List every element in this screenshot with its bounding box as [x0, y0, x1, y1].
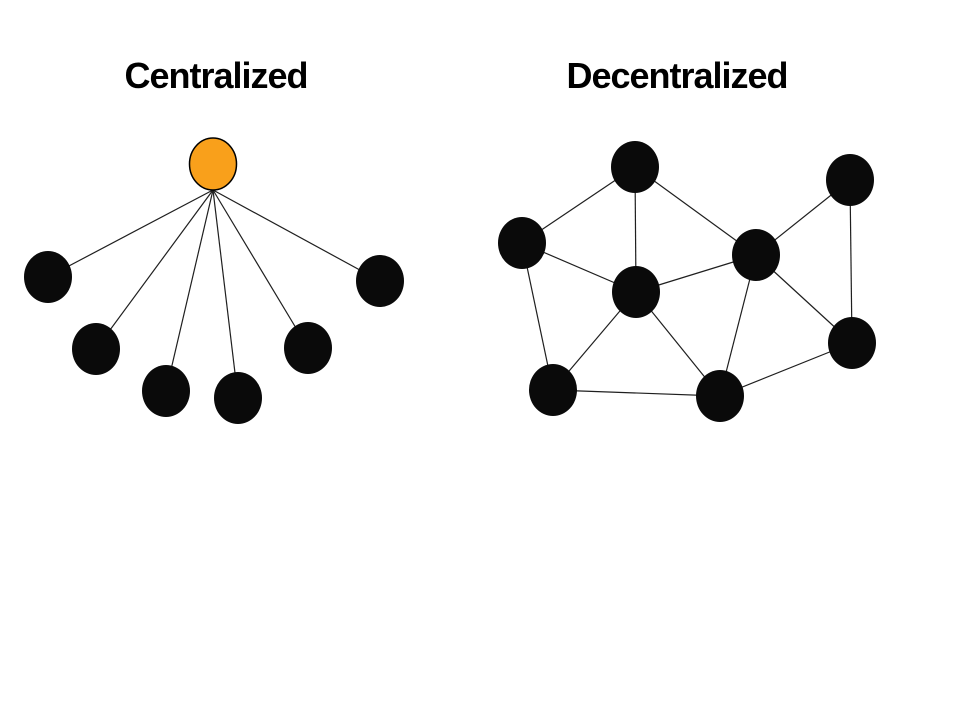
peripheral-node	[142, 365, 190, 417]
mesh-edge-line	[634, 166, 757, 256]
decentralized-title: Decentralized	[566, 55, 788, 96]
mesh-node	[529, 364, 577, 416]
spoke-line	[95, 189, 214, 350]
mesh-node	[828, 317, 876, 369]
spoke-line	[212, 189, 239, 399]
spoke-line	[212, 189, 309, 349]
spoke-line	[165, 189, 214, 392]
mesh-node	[498, 217, 546, 269]
mesh-node	[611, 141, 659, 193]
mesh-node	[826, 154, 874, 206]
peripheral-node	[284, 322, 332, 374]
mesh-node	[732, 229, 780, 281]
spoke-line	[212, 189, 381, 282]
mesh-edge-line	[849, 179, 853, 344]
mesh-node	[696, 370, 744, 422]
mesh-edge-line	[552, 389, 721, 397]
spoke-line	[47, 189, 214, 278]
mesh-node	[612, 266, 660, 318]
peripheral-node	[24, 251, 72, 303]
peripheral-node	[356, 255, 404, 307]
peripheral-node	[72, 323, 120, 375]
centralized-title: Centralized	[124, 55, 308, 96]
hub-node	[188, 137, 238, 191]
peripheral-node	[214, 372, 262, 424]
